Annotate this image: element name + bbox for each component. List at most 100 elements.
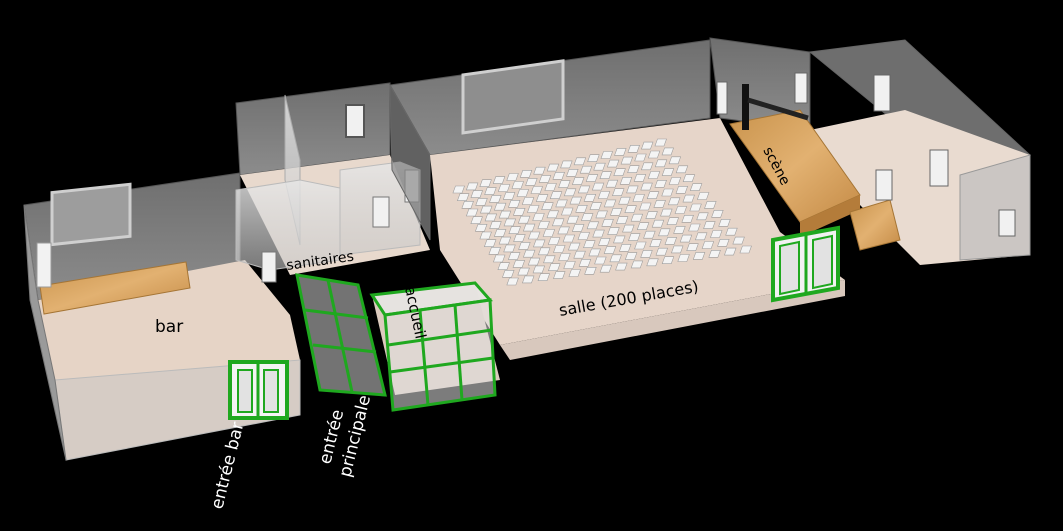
seat	[568, 242, 581, 251]
scene-zone	[709, 37, 1031, 265]
seat	[566, 169, 579, 177]
seat	[639, 202, 652, 211]
seat	[606, 159, 620, 168]
seat	[537, 273, 550, 282]
seat	[484, 213, 498, 222]
seat	[502, 192, 516, 200]
seat	[679, 234, 693, 243]
seat	[489, 221, 502, 229]
backstage-door-1	[873, 74, 891, 112]
seat	[645, 211, 658, 219]
seat	[599, 264, 613, 273]
seat	[618, 196, 631, 205]
seat	[552, 172, 565, 180]
seat	[569, 196, 582, 205]
bar-left-wall	[23, 204, 67, 461]
seat	[689, 203, 702, 212]
seat	[560, 160, 573, 169]
seat	[688, 223, 701, 232]
seat	[563, 188, 577, 197]
main-entrance-transom	[304, 308, 369, 320]
seat	[566, 215, 579, 224]
seat	[511, 181, 524, 189]
sanitaires-door	[345, 104, 365, 138]
seat	[542, 229, 556, 237]
backstage-door-6	[716, 81, 728, 115]
bar-entrance[interactable]	[228, 360, 289, 420]
seat	[640, 162, 654, 171]
accueil-transom-2	[389, 356, 494, 374]
seat	[568, 269, 581, 277]
main-entrance-mullion	[326, 279, 354, 393]
seat	[584, 266, 597, 275]
seat	[503, 244, 516, 253]
backstage-door-4	[998, 209, 1016, 237]
seat	[552, 218, 565, 227]
seat	[732, 236, 745, 245]
seat	[649, 239, 662, 247]
seat	[553, 271, 566, 279]
seat	[627, 145, 640, 153]
seat	[480, 205, 493, 214]
seat	[710, 230, 723, 238]
seat	[588, 248, 601, 257]
seat	[640, 182, 653, 191]
seat	[498, 236, 512, 245]
seat	[465, 208, 479, 217]
seat	[603, 199, 617, 208]
seat	[513, 208, 526, 216]
seat	[681, 215, 694, 223]
accueil-transom-1	[387, 328, 493, 347]
sanitaires-door-4	[261, 251, 277, 283]
seat	[739, 245, 752, 254]
seat	[546, 163, 560, 172]
seat	[573, 157, 587, 166]
seat	[591, 182, 605, 191]
seat	[484, 187, 497, 195]
seat	[532, 213, 545, 221]
seat	[624, 252, 638, 260]
salle-left-wall	[389, 84, 431, 241]
seat	[605, 179, 619, 188]
seat	[457, 193, 470, 201]
seat	[577, 232, 590, 240]
seat	[703, 221, 716, 229]
seat	[646, 258, 659, 267]
seat	[664, 237, 678, 245]
seat	[724, 247, 737, 256]
seat	[521, 197, 535, 205]
seat	[708, 250, 721, 258]
seat	[452, 185, 465, 194]
seat	[643, 230, 656, 239]
seat	[718, 219, 731, 227]
accueil-zone	[295, 273, 500, 412]
salle-side-entrance[interactable]	[771, 225, 840, 303]
seat	[668, 177, 682, 185]
seat	[533, 239, 546, 248]
sanitaires-door-2	[372, 196, 390, 228]
seat	[527, 205, 540, 213]
seat	[548, 263, 561, 272]
seat	[592, 229, 605, 238]
seat	[546, 210, 559, 219]
seat	[522, 249, 536, 258]
seat	[661, 256, 675, 265]
main-entrance-transom-2	[312, 343, 377, 354]
seat	[589, 202, 602, 210]
seat	[615, 262, 628, 271]
seat	[483, 239, 497, 247]
seat	[544, 183, 557, 191]
seat	[601, 219, 614, 227]
seat	[497, 184, 511, 192]
label-acces-salle-1: accès	[396, 257, 431, 274]
seat	[673, 226, 686, 234]
stage-backdrop-bar	[742, 84, 749, 130]
seat	[717, 239, 730, 247]
bar-counter	[39, 261, 191, 315]
stage-steps	[849, 199, 901, 251]
seat	[579, 165, 593, 174]
seat	[677, 254, 690, 262]
seat	[522, 223, 536, 232]
seat	[620, 156, 634, 165]
seat	[587, 154, 600, 162]
